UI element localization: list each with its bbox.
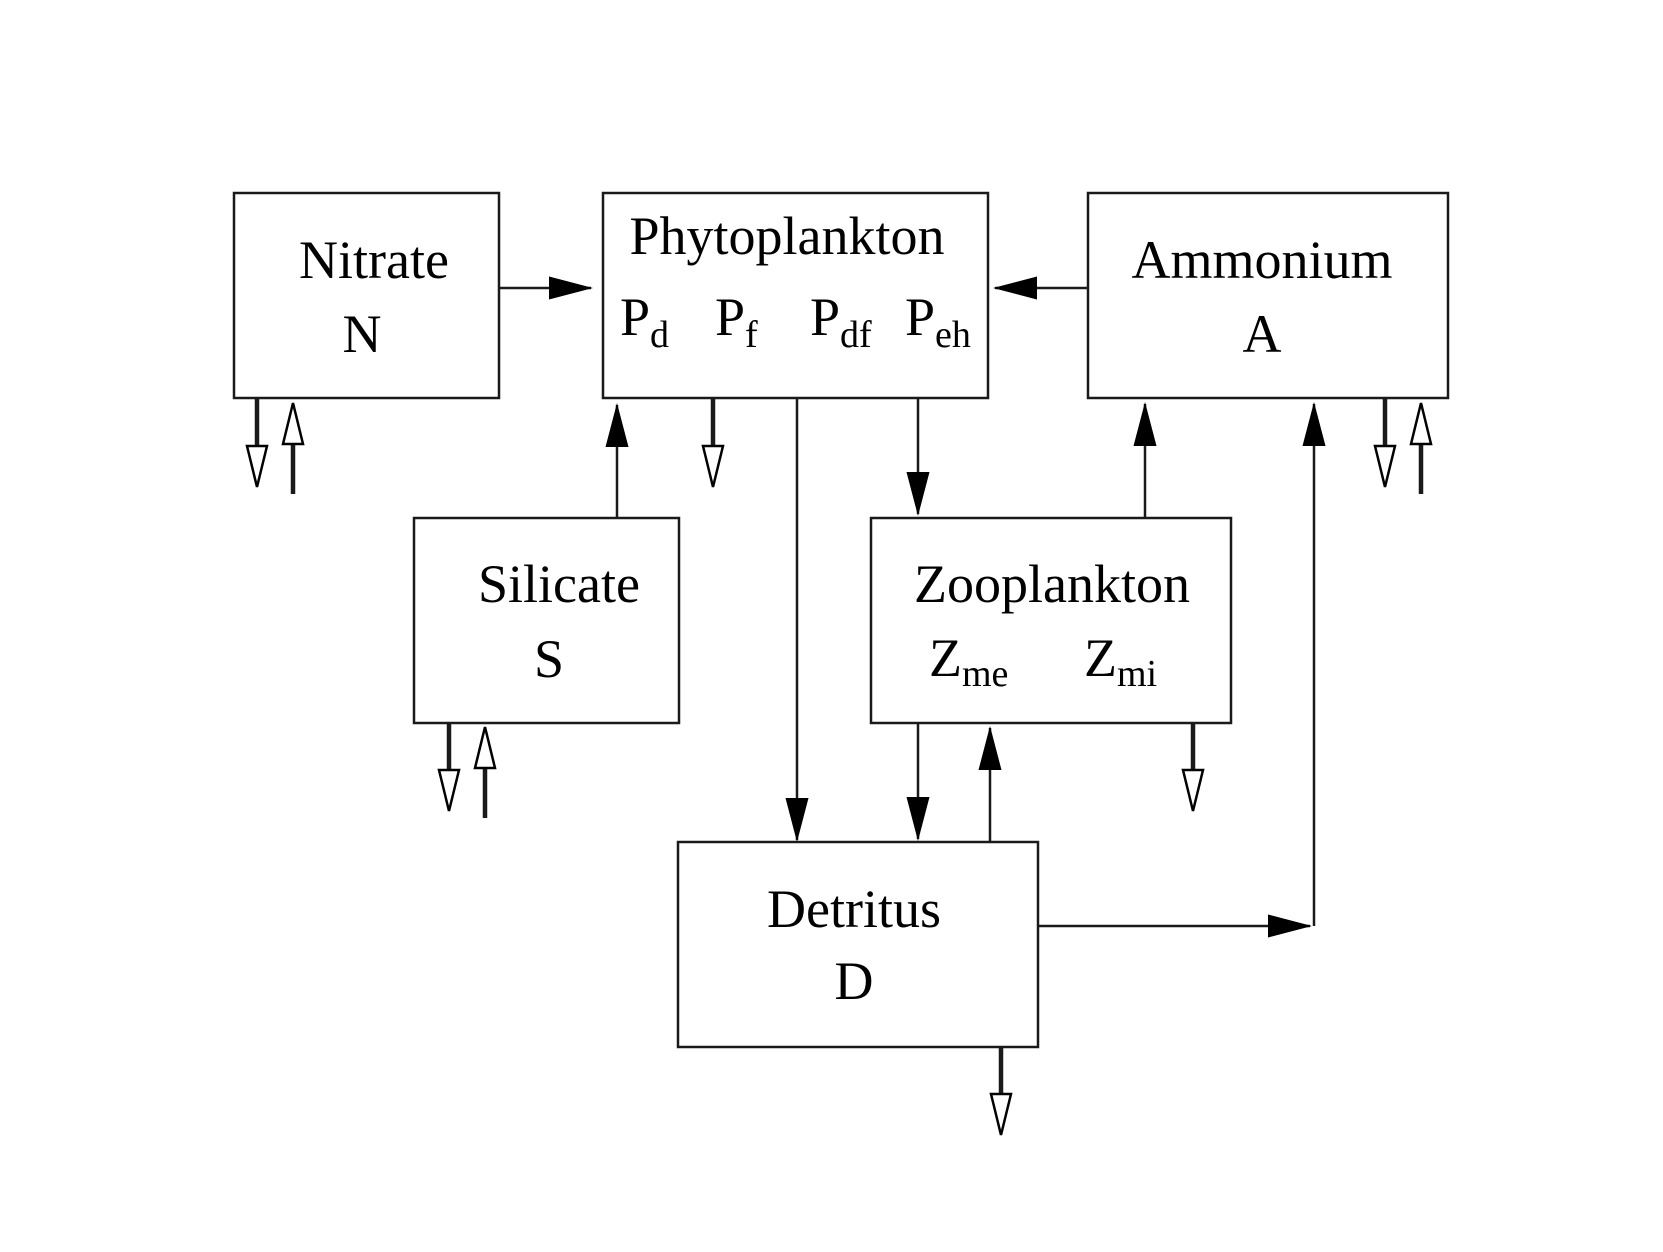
detritus-symbol: D xyxy=(835,951,874,1011)
nitrate-gain-arrow xyxy=(281,402,305,494)
detritus-loss-arrow xyxy=(989,1047,1013,1136)
zoo-group-me: Zme xyxy=(929,628,1008,695)
ammonium-label: Ammonium xyxy=(1131,230,1392,290)
phytoplankton-label: Phytoplankton xyxy=(629,206,944,266)
silicate-box: Silicate S xyxy=(412,516,681,725)
ammonium-loss-arrow xyxy=(1373,398,1397,488)
zooplankton-box: Zooplankton Zme Zmi xyxy=(869,516,1233,725)
silicate-symbol: S xyxy=(534,629,564,689)
silicate-label: Silicate xyxy=(478,554,640,614)
detritus-label: Detritus xyxy=(767,879,941,939)
ammonium-box: Ammonium A xyxy=(1086,191,1450,400)
phyto-group-df: Pdf xyxy=(810,287,872,356)
zooplankton-label: Zooplankton xyxy=(914,554,1190,614)
nitrate-box: Nitrate N xyxy=(232,191,501,400)
phytoplankton-box: Phytoplankton Pd Pf Pdf Peh xyxy=(601,191,990,400)
zoo-group-mi: Zmi xyxy=(1084,628,1157,695)
phyto-group-eh: Peh xyxy=(905,287,971,356)
ammonium-gain-arrow xyxy=(1409,402,1433,494)
silicate-gain-arrow xyxy=(473,726,497,818)
ammonium-symbol: A xyxy=(1243,304,1282,364)
detritus-box: Detritus D xyxy=(676,840,1040,1049)
nitrate-symbol: N xyxy=(343,304,382,364)
phytoplankton-loss-arrow xyxy=(701,398,725,488)
phyto-group-f: Pf xyxy=(715,287,758,356)
zooplankton-loss-arrow xyxy=(1181,723,1205,812)
phyto-group-d: Pd xyxy=(620,287,669,356)
nitrate-loss-arrow xyxy=(245,398,269,488)
nitrate-label: Nitrate xyxy=(299,230,449,290)
silicate-loss-arrow xyxy=(437,723,461,812)
